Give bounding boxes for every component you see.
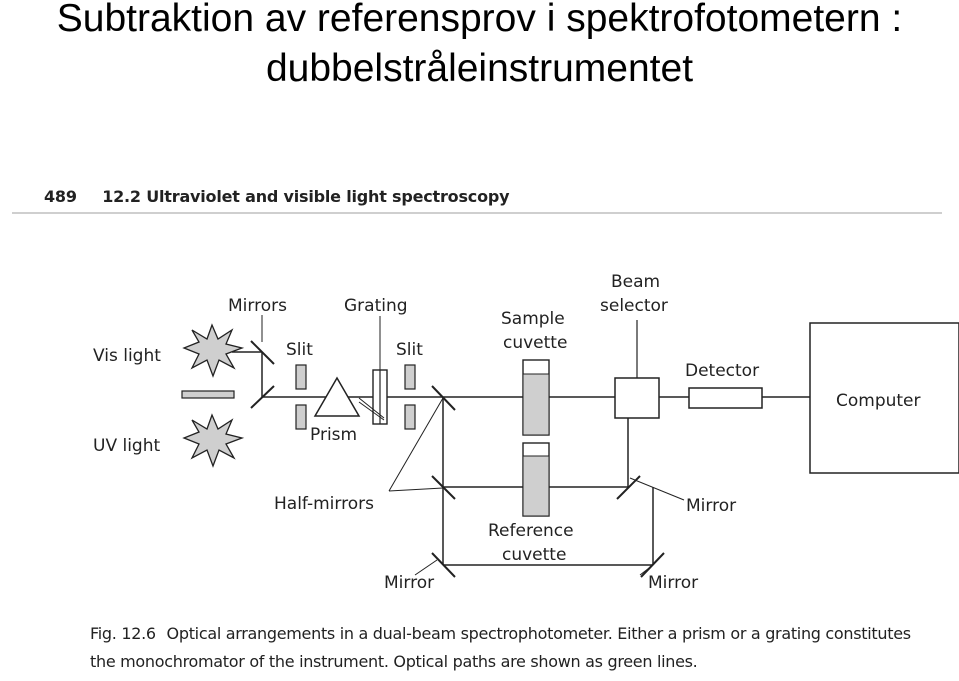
slit-left-bottom bbox=[295, 404, 307, 430]
computer-box bbox=[809, 322, 959, 474]
detector-box bbox=[688, 387, 763, 409]
figure-caption: Fig. 12.6 Optical arrangements in a dual… bbox=[90, 620, 940, 676]
label-computer: Computer bbox=[836, 391, 921, 411]
uv-light-source-icon bbox=[182, 413, 245, 468]
slit-right-bottom bbox=[404, 404, 416, 430]
mirror-vis bbox=[250, 340, 275, 365]
label-grating: Grating bbox=[344, 296, 408, 316]
half-mirror-top bbox=[431, 385, 456, 411]
source-selector-bar bbox=[181, 390, 235, 399]
slide-title-line-1: Subtraktion av referensprov i spektrofot… bbox=[56, 0, 903, 40]
label-mirror-right: Mirror bbox=[686, 496, 736, 516]
mirror-right-shape bbox=[616, 475, 641, 500]
label-sample-cuvette-1: Sample bbox=[501, 309, 565, 329]
label-prism: Prism bbox=[310, 425, 357, 445]
label-sample-cuvette-2: cuvette bbox=[503, 333, 567, 353]
label-mirror-bottom-right: Mirror bbox=[648, 573, 698, 593]
header-divider bbox=[12, 212, 942, 214]
prism-icon bbox=[313, 376, 361, 417]
mirror-bottom-left-shape bbox=[431, 552, 456, 578]
label-uv-light: UV light bbox=[93, 436, 160, 456]
label-beam-selector-2: selector bbox=[600, 296, 668, 316]
label-mirrors: Mirrors bbox=[228, 296, 287, 316]
label-slit-left: Slit bbox=[286, 340, 313, 360]
slide-title: Subtraktion av referensprov i spektrofot… bbox=[0, 0, 959, 94]
figure-number: Fig. 12.6 bbox=[90, 624, 156, 643]
slit-right-top bbox=[404, 364, 416, 390]
book-page-header: 489 12.2 Ultraviolet and visible light s… bbox=[44, 187, 510, 206]
section-title: 12.2 Ultraviolet and visible light spect… bbox=[102, 187, 510, 206]
label-detector: Detector bbox=[685, 361, 759, 381]
half-mirror-bottom bbox=[431, 475, 456, 500]
label-mirror-bottom-left: Mirror bbox=[384, 573, 434, 593]
label-reference-cuvette-1: Reference bbox=[488, 521, 574, 541]
label-vis-light: Vis light bbox=[93, 346, 161, 366]
figure-caption-text: Optical arrangements in a dual-beam spec… bbox=[90, 624, 911, 671]
slide-title-line-2: dubbelstråleinstrumentet bbox=[265, 47, 694, 90]
beam-selector-box bbox=[614, 377, 660, 419]
label-beam-selector-1: Beam bbox=[611, 272, 660, 292]
page-number: 489 bbox=[44, 187, 77, 206]
vis-light-source-icon bbox=[182, 323, 245, 378]
slit-left-top bbox=[295, 364, 307, 390]
label-reference-cuvette-2: cuvette bbox=[502, 545, 566, 565]
mirror-uv bbox=[250, 385, 275, 409]
label-slit-right: Slit bbox=[396, 340, 423, 360]
label-half-mirrors: Half-mirrors bbox=[274, 494, 374, 514]
